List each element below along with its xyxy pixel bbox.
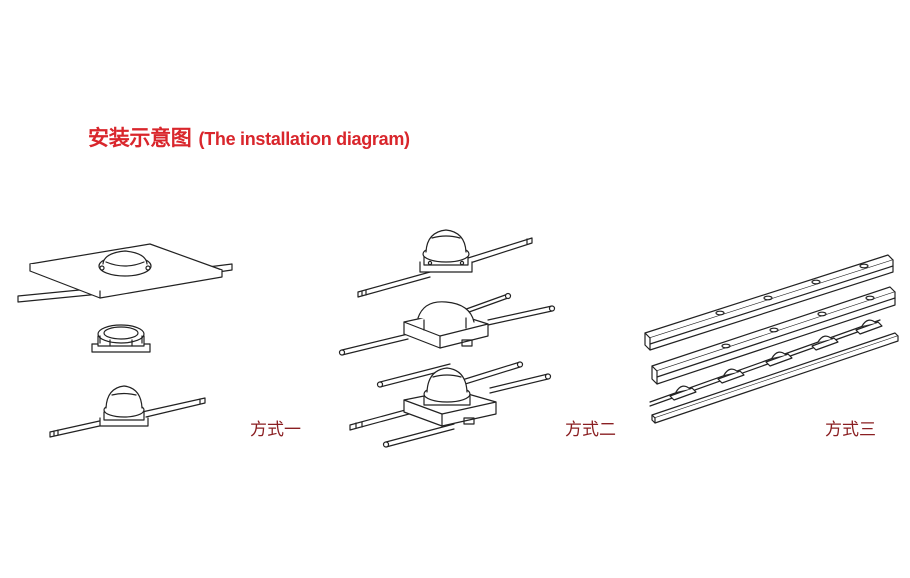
- method-1-label: 方式一: [250, 420, 301, 440]
- string-module: [856, 320, 882, 334]
- clip-bracket: [340, 294, 555, 388]
- title-cn: 安装示意图: [88, 126, 192, 150]
- method-2-illustration: [340, 230, 555, 447]
- panel-module: [99, 251, 151, 276]
- method-2-label: 方式二: [565, 420, 616, 440]
- title-en: (The installation diagram): [198, 129, 411, 149]
- string-module: [766, 352, 792, 366]
- assembled-module: [350, 362, 551, 447]
- top-module: [358, 230, 532, 297]
- method-3-illustration: [645, 255, 898, 423]
- string-module: [812, 336, 838, 350]
- bracket-ring: [92, 325, 150, 352]
- channel-rail-middle: [652, 287, 895, 384]
- method-3-label: 方式三: [825, 420, 876, 440]
- method-1-illustration: [18, 244, 232, 437]
- led-module-string: [650, 320, 882, 406]
- module-with-cables: [50, 386, 205, 437]
- string-module: [670, 386, 696, 400]
- diagram-title: 安装示意图 (The installation diagram): [88, 122, 410, 152]
- channel-rail-top: [645, 255, 893, 350]
- string-module: [718, 369, 744, 383]
- channel-base-strip: [652, 333, 898, 423]
